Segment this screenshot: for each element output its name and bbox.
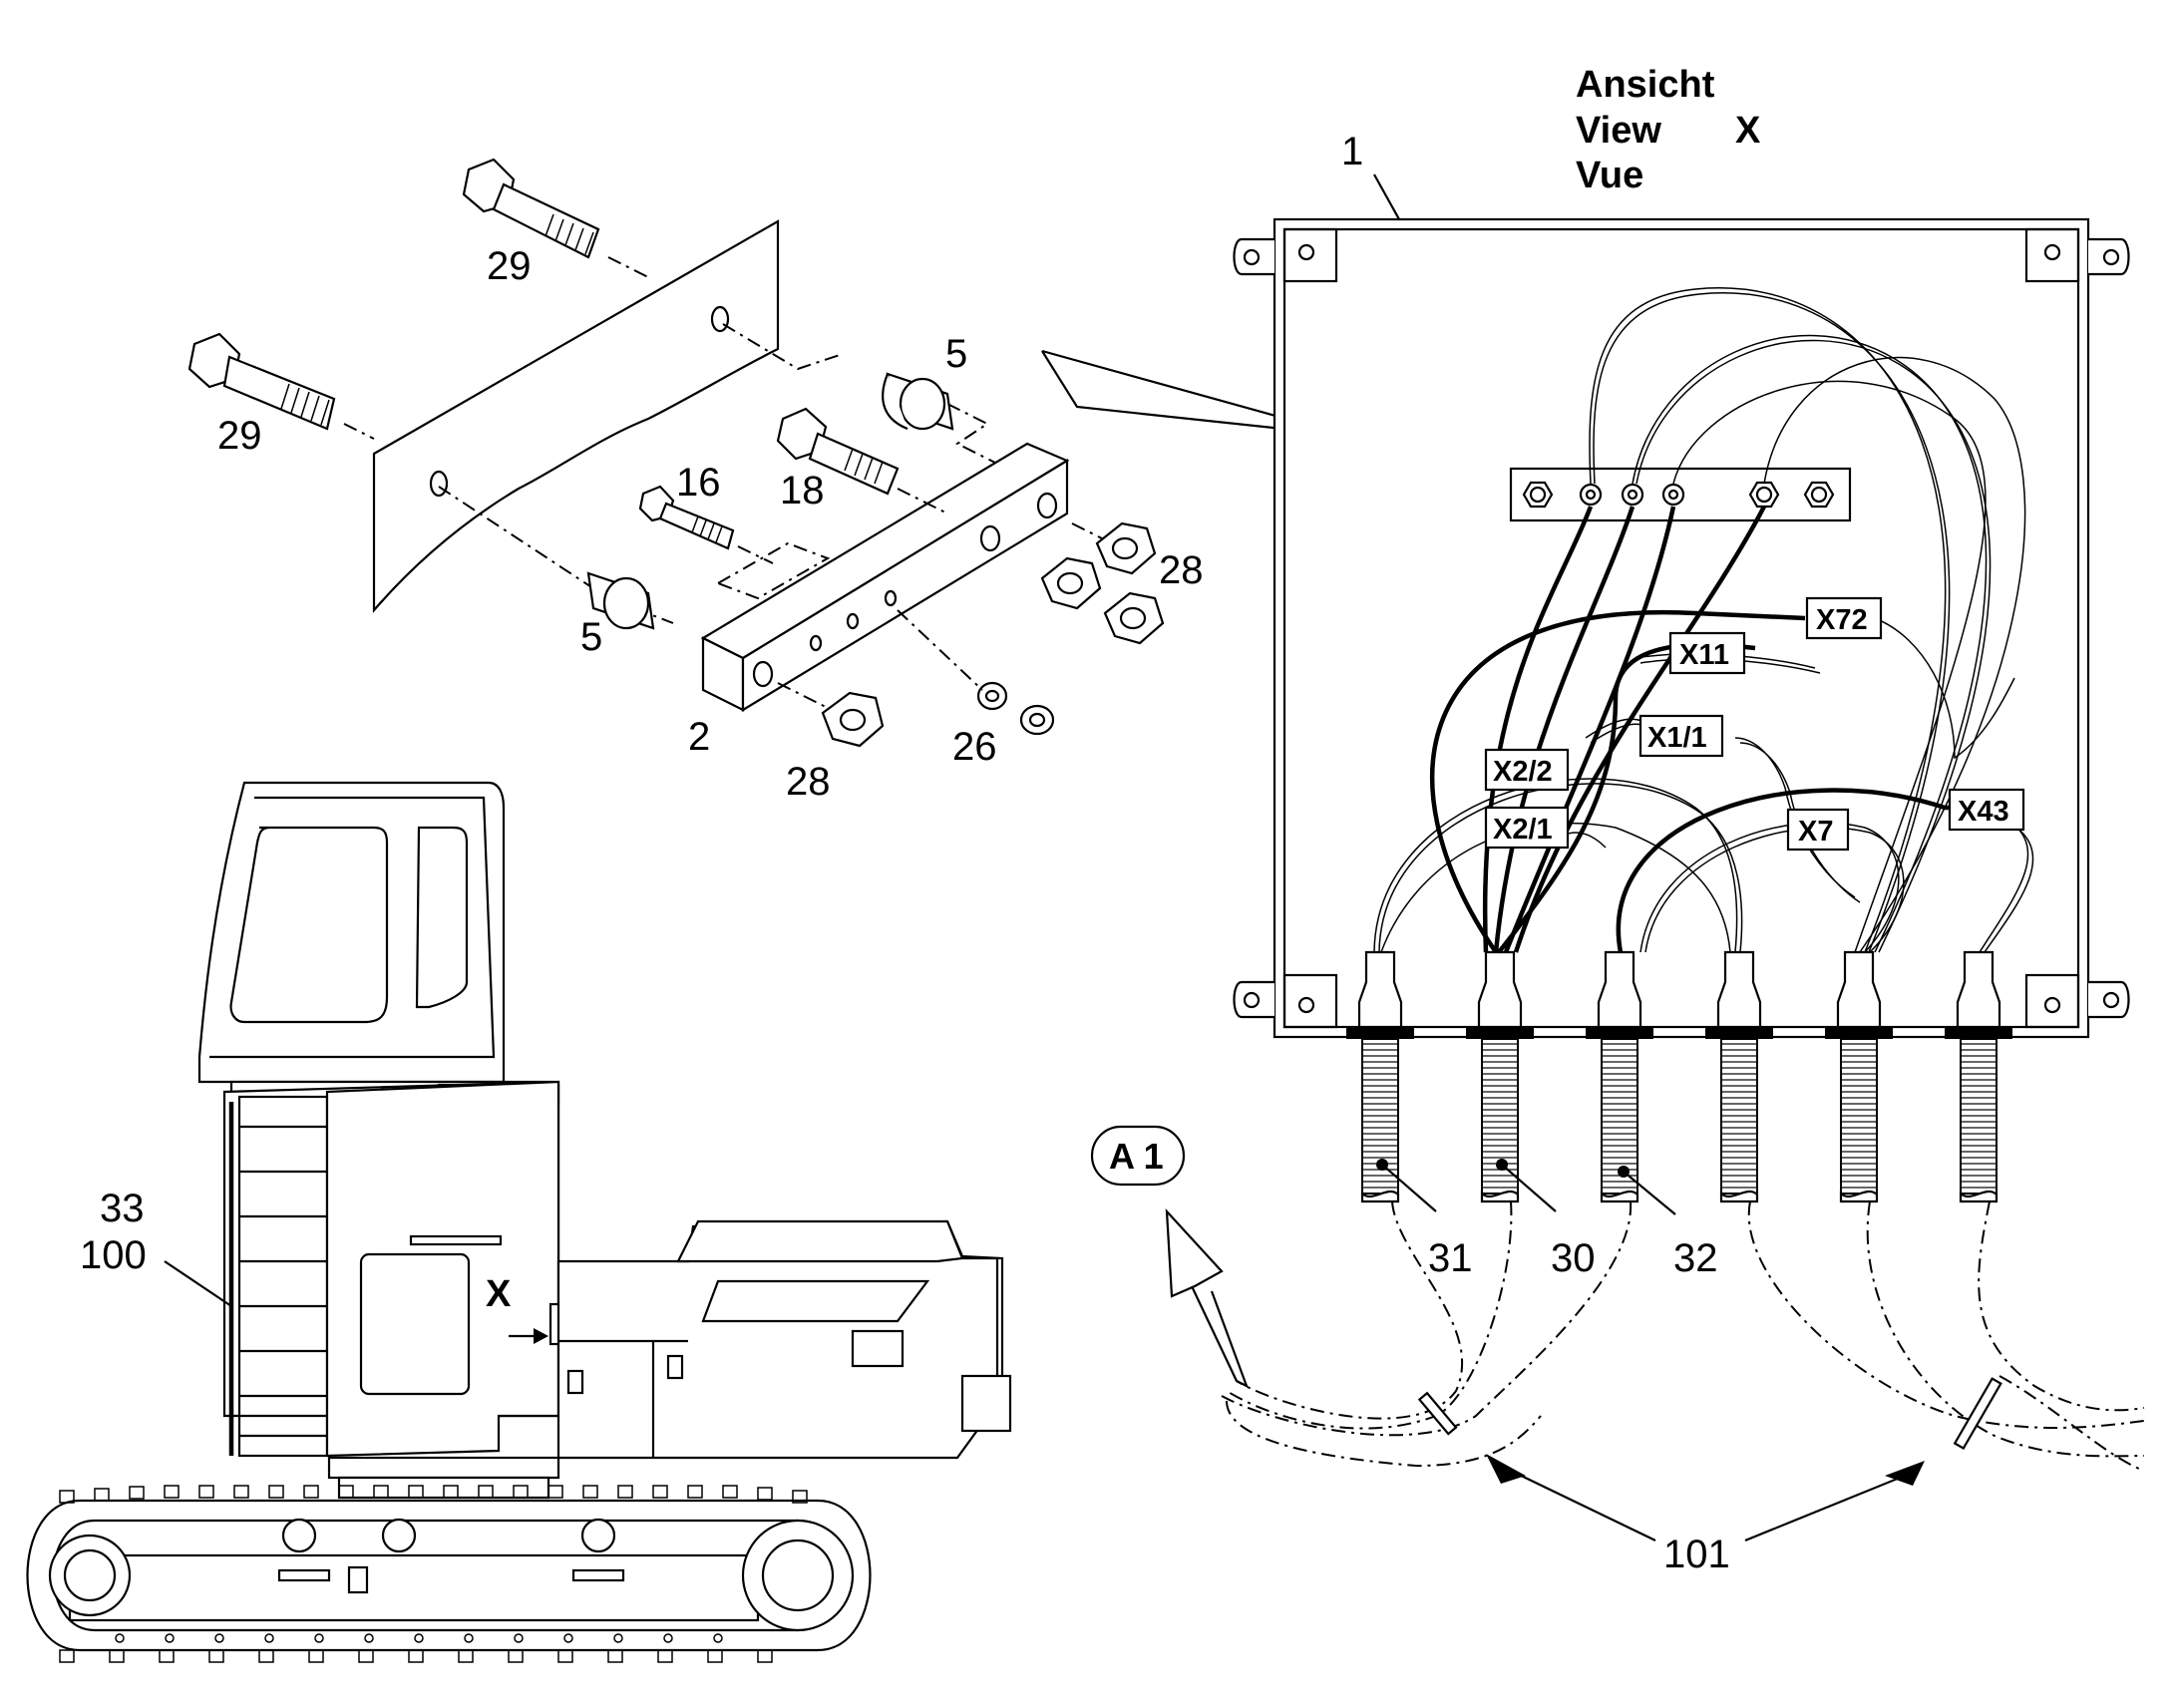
mounting-plate — [372, 219, 780, 613]
svg-text:X2/2: X2/2 — [1493, 756, 1553, 788]
callout-32: 32 — [1673, 1236, 1718, 1280]
connector-tag-x1-1: X1/1 — [1638, 714, 1724, 758]
svg-text:X11: X11 — [1679, 639, 1729, 671]
callout-29-lower: 29 — [217, 414, 262, 458]
reference-a1: A 1 — [1090, 1125, 1249, 1389]
view-heading-ansicht: Ansicht — [1576, 64, 1715, 106]
callout-31: 31 — [1428, 1236, 1473, 1280]
cable-bushings — [1346, 950, 2012, 1039]
connector-tag-x7: X7 — [1786, 808, 1850, 852]
spacer-5-lower — [586, 571, 655, 630]
callout-33: 33 — [100, 1187, 145, 1230]
callout-2: 2 — [688, 715, 710, 759]
terminal-bar-2 — [700, 442, 1070, 712]
screw-16 — [638, 485, 735, 550]
connector-tag-x72: X72 — [1805, 596, 1883, 640]
callout-101: 101 — [1663, 1533, 1730, 1576]
view-heading-vue: Vue — [1576, 155, 1643, 196]
callout-100: 100 — [80, 1233, 147, 1277]
view-heading-view: View — [1576, 110, 1661, 152]
corrugated-cables — [1360, 1038, 1998, 1203]
excavator-illustration — [26, 781, 1012, 1663]
control-panel: X72 X11 X1/1 X2/2 X2/1 X7 X43 — [1233, 217, 2130, 1203]
spacer-5-upper — [882, 372, 954, 431]
callout-18: 18 — [780, 469, 825, 512]
bolt-18 — [776, 407, 900, 496]
bolt-29-lower — [187, 332, 336, 431]
connector-tag-x43: X43 — [1948, 788, 2025, 832]
nuts-28-right — [1040, 521, 1165, 645]
bolt-29-upper — [462, 158, 600, 259]
callout-5-upper: 5 — [945, 332, 967, 376]
svg-text:X1/1: X1/1 — [1647, 722, 1707, 754]
callout-5-lower: 5 — [580, 615, 602, 659]
callout-29-upper: 29 — [487, 244, 532, 288]
svg-text:A 1: A 1 — [1109, 1136, 1164, 1177]
connector-tag-x2-1: X2/1 — [1484, 806, 1570, 850]
view-x-marker: X — [486, 1273, 512, 1315]
view-heading-letter: X — [1735, 110, 1761, 152]
nut-28-lower — [821, 691, 885, 748]
callout-28-right: 28 — [1159, 548, 1204, 592]
connector-tag-x11: X11 — [1668, 631, 1746, 675]
callout-30: 30 — [1551, 1236, 1596, 1280]
svg-text:X43: X43 — [1958, 796, 2009, 828]
callout-16: 16 — [676, 461, 721, 505]
svg-text:X7: X7 — [1798, 816, 1833, 848]
callout-26: 26 — [952, 725, 997, 769]
washers-26 — [976, 681, 1055, 736]
callout-28-lower: 28 — [786, 760, 831, 804]
svg-text:X2/1: X2/1 — [1493, 814, 1553, 846]
connector-tag-x2-2: X2/2 — [1484, 748, 1570, 792]
svg-text:X72: X72 — [1816, 604, 1868, 636]
callout-1: 1 — [1341, 130, 1363, 173]
cable-routing — [1221, 1159, 2145, 1472]
bracket-exploded-view — [187, 158, 1517, 748]
